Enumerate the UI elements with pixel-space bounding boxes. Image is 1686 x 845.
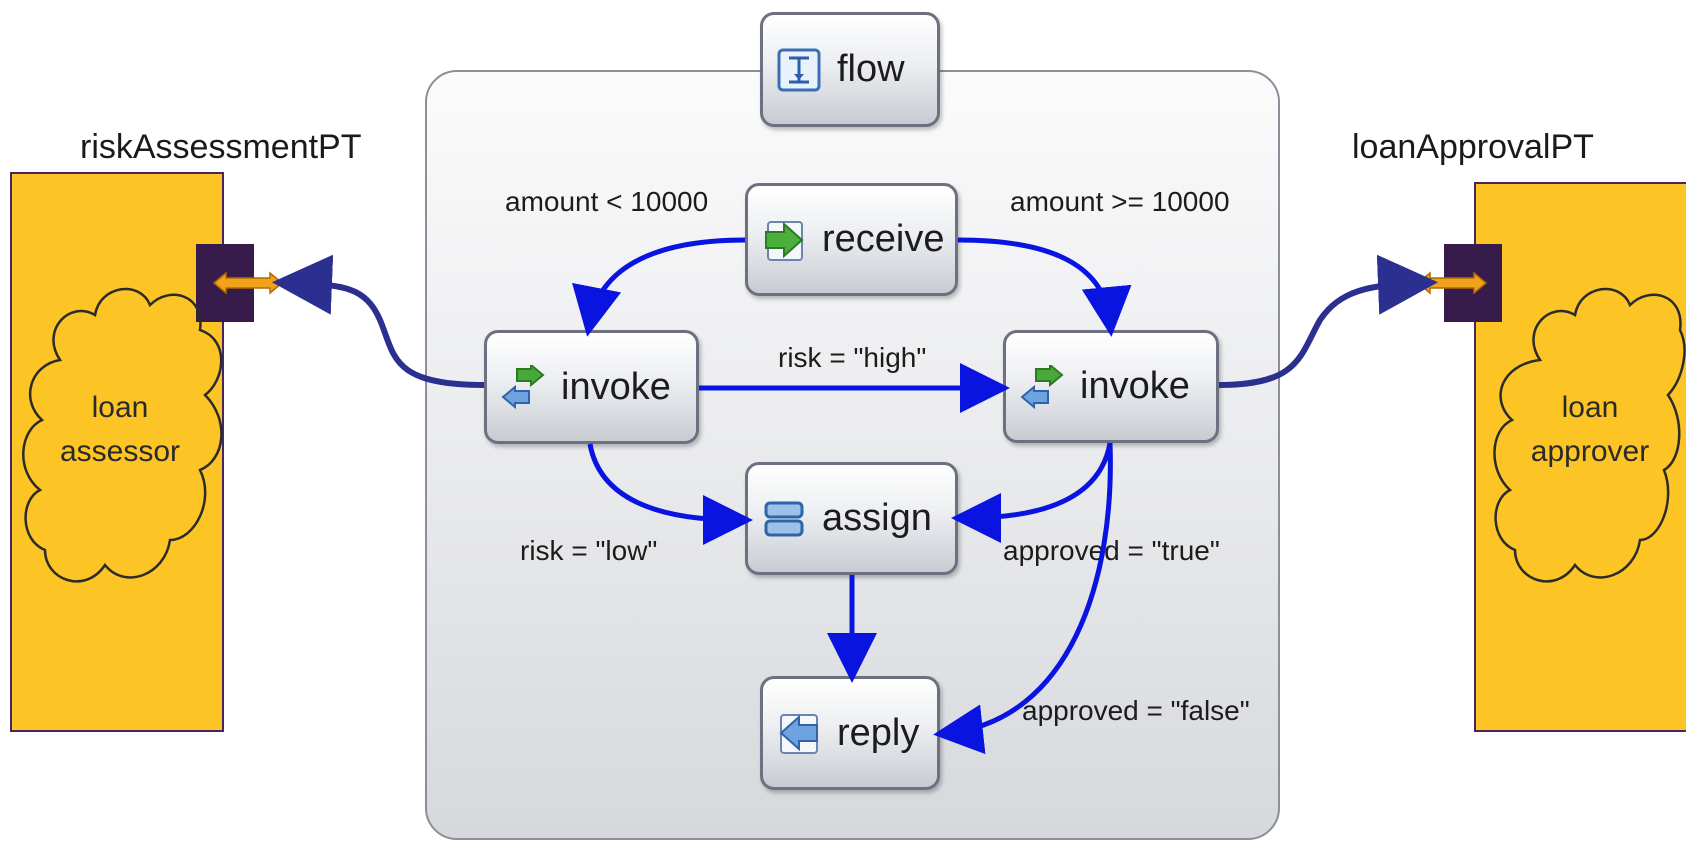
loan-approval-pt-heading: loanApprovalPT — [1352, 128, 1594, 166]
flow-node[interactable]: flow — [760, 12, 940, 127]
edge-label-approved-true: approved = "true" — [1003, 535, 1220, 566]
flow-icon — [777, 48, 821, 91]
link-invoke-right-to-reply — [933, 442, 1113, 755]
reply-label: reply — [837, 711, 920, 754]
link-invoke-right-to-assign — [951, 442, 1113, 543]
reply-icon — [779, 714, 818, 754]
flow-label: flow — [837, 48, 905, 90]
loan-assessor-cloud — [22, 287, 223, 583]
invoke-right-label: invoke — [1080, 365, 1190, 407]
receive-node[interactable]: receive — [745, 183, 958, 296]
edge-label-risk-high: risk = "high" — [778, 342, 927, 373]
assign-icon — [764, 501, 804, 536]
loan-approver-partner[interactable] — [1474, 182, 1686, 732]
receive-icon — [765, 220, 804, 261]
edge-label-approved-false: approved = "false" — [1022, 695, 1250, 726]
link-invoke-left-to-assign — [587, 443, 753, 545]
invoke-left-node[interactable]: invoke — [484, 330, 699, 444]
edge-label-risk-low: risk = "low" — [520, 535, 658, 566]
assign-node[interactable]: assign — [745, 462, 958, 575]
edge-label-amount-lt: amount < 10000 — [505, 186, 709, 217]
loan-approver-label: loan approver — [1510, 386, 1670, 474]
edge-label-amount-gte: amount >= 10000 — [1010, 186, 1230, 217]
loan-approver-line2: approver — [1530, 435, 1650, 468]
receive-label: receive — [822, 218, 945, 260]
invoke-left-label: invoke — [561, 365, 671, 408]
invoke-right-node[interactable]: invoke — [1003, 330, 1219, 443]
loan-assessor-line2: assessor — [59, 435, 181, 468]
assign-label: assign — [822, 497, 932, 539]
reply-node[interactable]: reply — [760, 676, 940, 790]
loan-assessor-partner[interactable] — [10, 172, 224, 732]
loan-assessor-line1: loan — [91, 391, 149, 424]
partner-link-right — [1218, 254, 1438, 388]
double-arrow-icon — [1416, 271, 1488, 295]
loan-approver-line1: loan — [1561, 391, 1619, 424]
double-arrow-icon — [212, 271, 284, 295]
loan-assessor-label: loan assessor — [40, 386, 200, 474]
invoke-icon — [501, 365, 545, 409]
partner-link-left — [272, 254, 485, 388]
link-receive-to-invoke-right — [957, 237, 1132, 337]
link-receive-to-invoke-left — [572, 237, 746, 337]
loan-approver-cloud — [1493, 287, 1686, 583]
invoke-icon — [1020, 364, 1064, 409]
risk-assessment-pt-heading: riskAssessmentPT — [80, 128, 362, 166]
